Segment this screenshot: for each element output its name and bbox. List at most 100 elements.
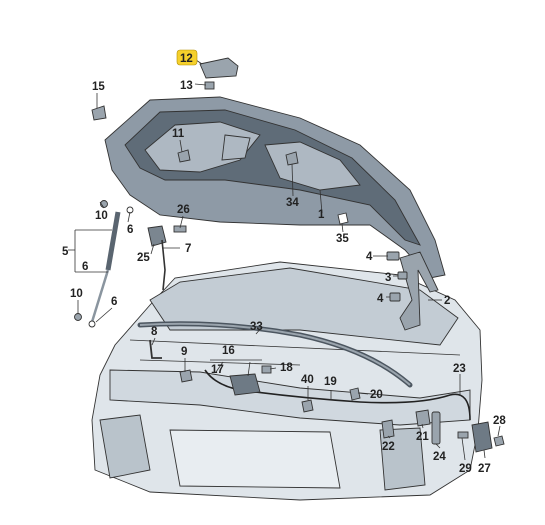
- leader-line: [179, 215, 184, 229]
- callout-35: 35: [336, 233, 349, 245]
- clip-icon: [179, 369, 193, 383]
- callout-34: 34: [286, 197, 299, 209]
- bonnet-lock: [229, 373, 261, 396]
- callout-4a: 4: [366, 251, 373, 263]
- clip-icon: [349, 387, 361, 401]
- leader-line: [319, 189, 323, 214]
- callout-27: 27: [478, 463, 491, 475]
- left-frame-rail: [99, 414, 151, 479]
- leader-line: [255, 326, 263, 335]
- callout-33: 33: [250, 321, 263, 333]
- leader-line: [483, 449, 486, 459]
- callout-13: 13: [180, 80, 193, 92]
- screw-icon: [457, 431, 469, 439]
- callout-1: 1: [318, 209, 325, 221]
- hook-bracket: [147, 225, 167, 247]
- callout-10a: 10: [95, 210, 108, 222]
- callout-3: 3: [385, 272, 391, 284]
- bonnet-cutout: [221, 134, 251, 161]
- clip-icon: [88, 320, 96, 328]
- leader-line: [269, 367, 277, 370]
- leader-lines: [68, 57, 501, 461]
- callout-24: 24: [433, 451, 446, 463]
- callout-17: 17: [211, 364, 224, 376]
- callout-26: 26: [177, 204, 190, 216]
- leader-line: [461, 437, 466, 461]
- leader-line: [357, 392, 369, 395]
- leader-line: [179, 139, 183, 153]
- callout-15: 15: [92, 81, 105, 93]
- cable-line: [239, 389, 471, 421]
- callout-7: 7: [185, 243, 191, 255]
- leader-line: [497, 425, 501, 437]
- release-handle: [471, 421, 493, 453]
- ball-stud-icon: [173, 225, 187, 233]
- callout-6c: 6: [111, 296, 117, 308]
- callout-16: 16: [222, 345, 235, 357]
- callout-9: 9: [181, 346, 187, 358]
- callout-4b: 4: [377, 293, 384, 305]
- leader-line: [99, 201, 105, 209]
- callout-12: 12: [180, 53, 193, 65]
- clip-icon: [337, 212, 349, 225]
- leader-line: [421, 423, 424, 429]
- hinge-bolts: [386, 251, 408, 302]
- buffer-icon: [91, 105, 107, 121]
- leader-line: [127, 211, 131, 223]
- safety-hook: [149, 339, 162, 359]
- strut-cylinder: [105, 211, 121, 271]
- callout-11: 11: [172, 128, 185, 140]
- body-crease: [129, 339, 461, 356]
- callout-40: 40: [301, 374, 314, 386]
- leader-line: [435, 443, 441, 449]
- buffer-icon: [177, 149, 191, 163]
- callout-19: 19: [324, 376, 337, 388]
- seal-highlight: [139, 322, 411, 386]
- strut-rod: [90, 269, 110, 323]
- ball-stud-icon: [74, 313, 82, 321]
- callout-28: 28: [493, 415, 506, 427]
- screw-icon: [204, 81, 215, 90]
- small-parts: [91, 57, 505, 453]
- cable-holder: [381, 419, 395, 439]
- buffer-icon: [285, 151, 299, 166]
- leader-line: [150, 243, 155, 255]
- hinge-bracket: [399, 251, 439, 331]
- catch-rod: [161, 239, 166, 291]
- callout-6b: 6: [82, 261, 88, 273]
- inner-panel: [169, 429, 341, 489]
- leader-line: [341, 223, 344, 233]
- callout-10b: 10: [70, 288, 83, 300]
- release-lever: [431, 411, 441, 445]
- callout-6a: 6: [127, 224, 133, 236]
- callout-12-highlight: [176, 49, 198, 66]
- front-body-structure: [91, 261, 483, 501]
- leader-line: [194, 83, 207, 86]
- bonnet: [104, 96, 446, 279]
- callout-20: 20: [370, 389, 383, 401]
- screw-icon: [261, 365, 272, 374]
- right-frame-rail: [379, 427, 426, 491]
- clip-icon: [301, 399, 314, 413]
- bolt-icon: [389, 292, 401, 302]
- bump-stop-bracket: [199, 57, 239, 79]
- hood-seal: [137, 321, 413, 388]
- callout-29: 29: [459, 463, 472, 475]
- callout-23: 23: [453, 363, 466, 375]
- leader-line: [215, 361, 224, 373]
- callout-21: 21: [416, 431, 429, 443]
- leader-line: [387, 435, 391, 439]
- callout-2: 2: [444, 295, 450, 307]
- hood-hinge: [399, 251, 439, 331]
- clip-icon: [493, 435, 505, 447]
- bolt-icon: [386, 251, 400, 261]
- bolt-icon: [397, 271, 408, 280]
- leader-line: [95, 307, 113, 323]
- callout-25: 25: [137, 252, 150, 264]
- callout-8: 8: [151, 326, 158, 338]
- leader-line: [291, 163, 294, 197]
- callout-5: 5: [62, 246, 69, 258]
- body-crease: [139, 359, 301, 366]
- callout-18: 18: [280, 362, 293, 374]
